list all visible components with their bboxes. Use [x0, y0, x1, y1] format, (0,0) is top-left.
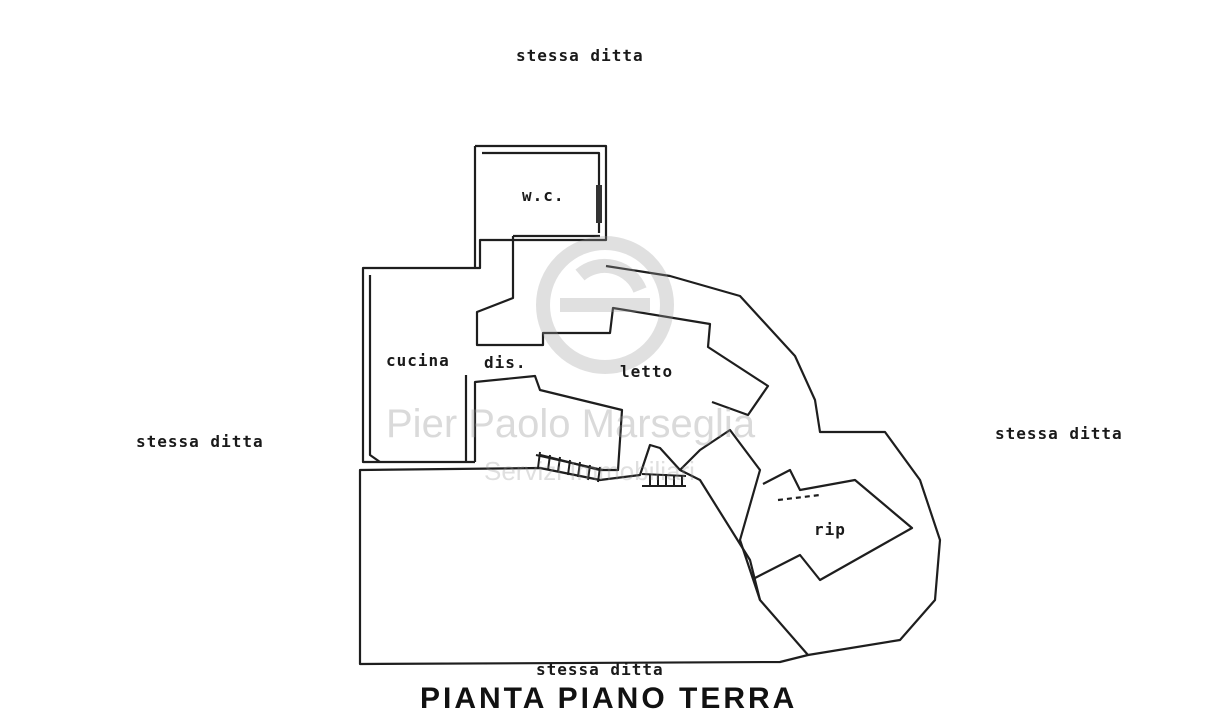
corridor-block [475, 236, 770, 417]
room-label-letto: letto [620, 362, 674, 381]
rip-door [777, 493, 821, 502]
stylized-e-logo-icon [536, 236, 674, 374]
room-label-dis: dis. [484, 353, 527, 372]
stairs-left [535, 451, 604, 483]
watermark-subtitle: Servizi Immobiliari [484, 456, 695, 486]
room-label-rip: rip [814, 520, 846, 539]
outer-wall [361, 144, 608, 464]
watermark-name: Pier Paolo Marseglia [386, 402, 756, 446]
rip-room [754, 468, 914, 582]
right-wing-outline [605, 264, 942, 657]
right-lower-wall [679, 428, 762, 601]
neighbor-label-left: stessa ditta [136, 432, 264, 451]
plan-title: PIANTA PIANO TERRA [420, 682, 798, 715]
wc-window [596, 185, 602, 223]
neighbor-label-top: stessa ditta [516, 46, 644, 65]
neighbor-label-bottom: stessa ditta [536, 660, 664, 679]
neighbor-label-right: stessa ditta [995, 424, 1123, 443]
stairs-right [641, 473, 687, 487]
room-label-wc: w.c. [522, 186, 565, 205]
yard-outline [358, 443, 810, 666]
room-label-cucina: cucina [386, 351, 450, 370]
